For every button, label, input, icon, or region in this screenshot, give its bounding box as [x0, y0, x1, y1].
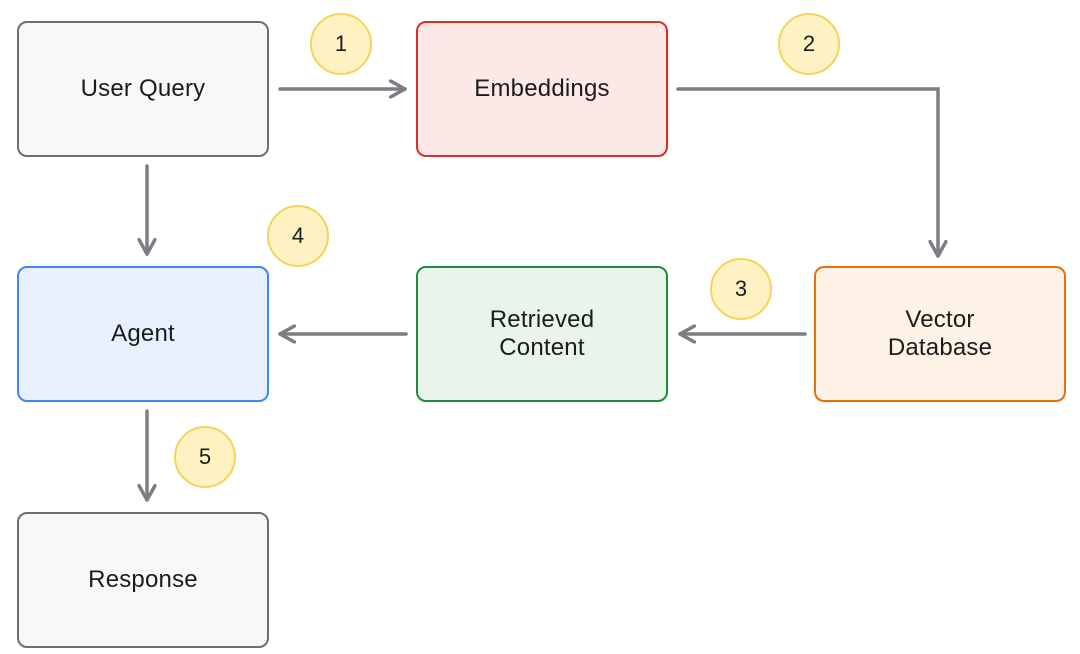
user-query-label: User Query	[80, 75, 206, 102]
response-label: Response	[88, 566, 198, 593]
step-number: 2	[802, 31, 816, 56]
user-query-node: User Query	[17, 21, 269, 157]
step-badge-2: 2	[778, 13, 840, 75]
retrieved-content-label: Retrieved Content	[489, 306, 595, 361]
step-number: 1	[334, 31, 348, 56]
step-number: 5	[198, 444, 212, 469]
arrow-embeddings-to-vector-database	[676, 87, 938, 256]
retrieved-content-node: Retrieved Content	[416, 266, 668, 402]
step-badge-3: 3	[710, 258, 772, 320]
embeddings-label: Embeddings	[474, 75, 610, 102]
step-badge-1: 1	[310, 13, 372, 75]
vector-database-node: Vector Database	[814, 266, 1066, 402]
agent-node: Agent	[17, 266, 269, 402]
step-number: 3	[734, 276, 748, 301]
agent-label: Agent	[111, 320, 175, 347]
step-number: 4	[291, 223, 305, 248]
step-badge-5: 5	[174, 426, 236, 488]
vector-database-label: Vector Database	[887, 306, 993, 361]
response-node: Response	[17, 512, 269, 648]
embeddings-node: Embeddings	[416, 21, 668, 157]
step-badge-4: 4	[267, 205, 329, 267]
